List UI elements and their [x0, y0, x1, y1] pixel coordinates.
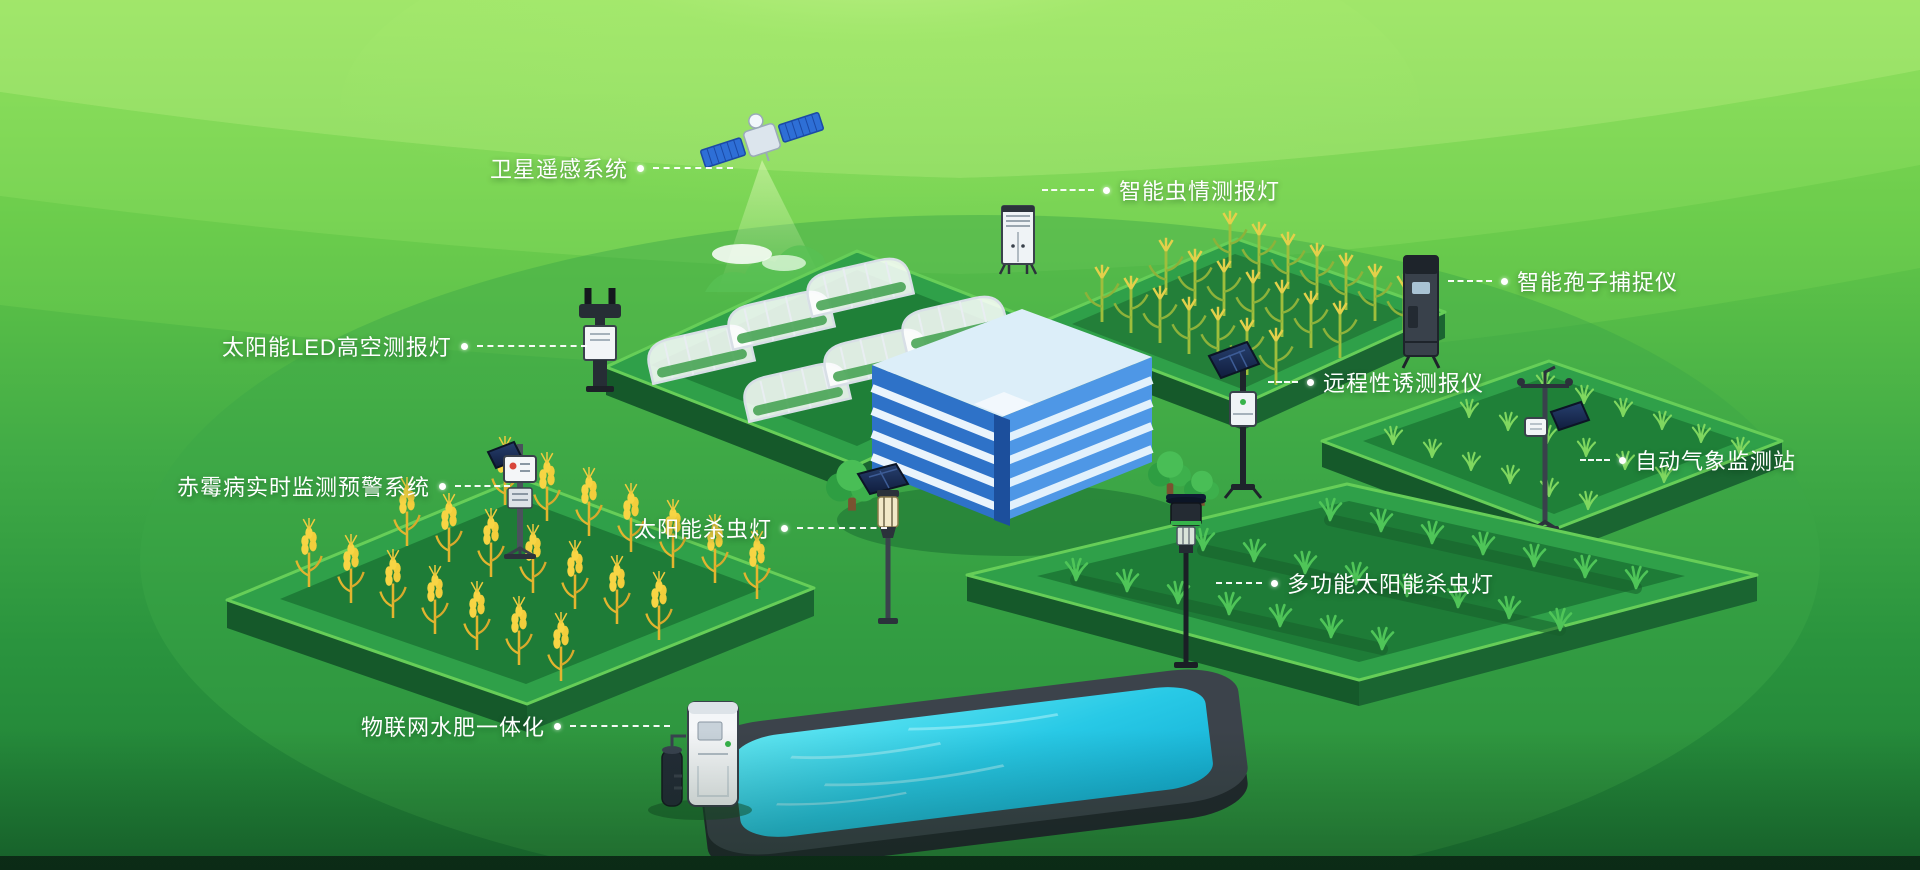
satellite-icon [700, 112, 824, 168]
solar-led-lamp-device [579, 288, 621, 392]
platform-right-crops [1320, 359, 1784, 555]
platform-paddy [965, 482, 1759, 706]
scab-monitor-device [486, 440, 537, 559]
insect-monitoring-lamp-device [998, 205, 1038, 275]
water-pool [698, 669, 1248, 870]
solar-insect-lamp-device [856, 462, 910, 624]
multifunction-insect-lamp-device [1166, 494, 1206, 668]
weather-station-device [1517, 365, 1591, 534]
bottom-shade [0, 730, 1920, 870]
pheromone-monitor-device [1207, 340, 1263, 499]
backdrop-bands [0, 0, 1920, 377]
platform-wheat [225, 434, 816, 732]
spore-catcher-device [1401, 255, 1441, 369]
fertigation-machine-device [648, 701, 752, 820]
bottom-strip [0, 856, 1920, 870]
